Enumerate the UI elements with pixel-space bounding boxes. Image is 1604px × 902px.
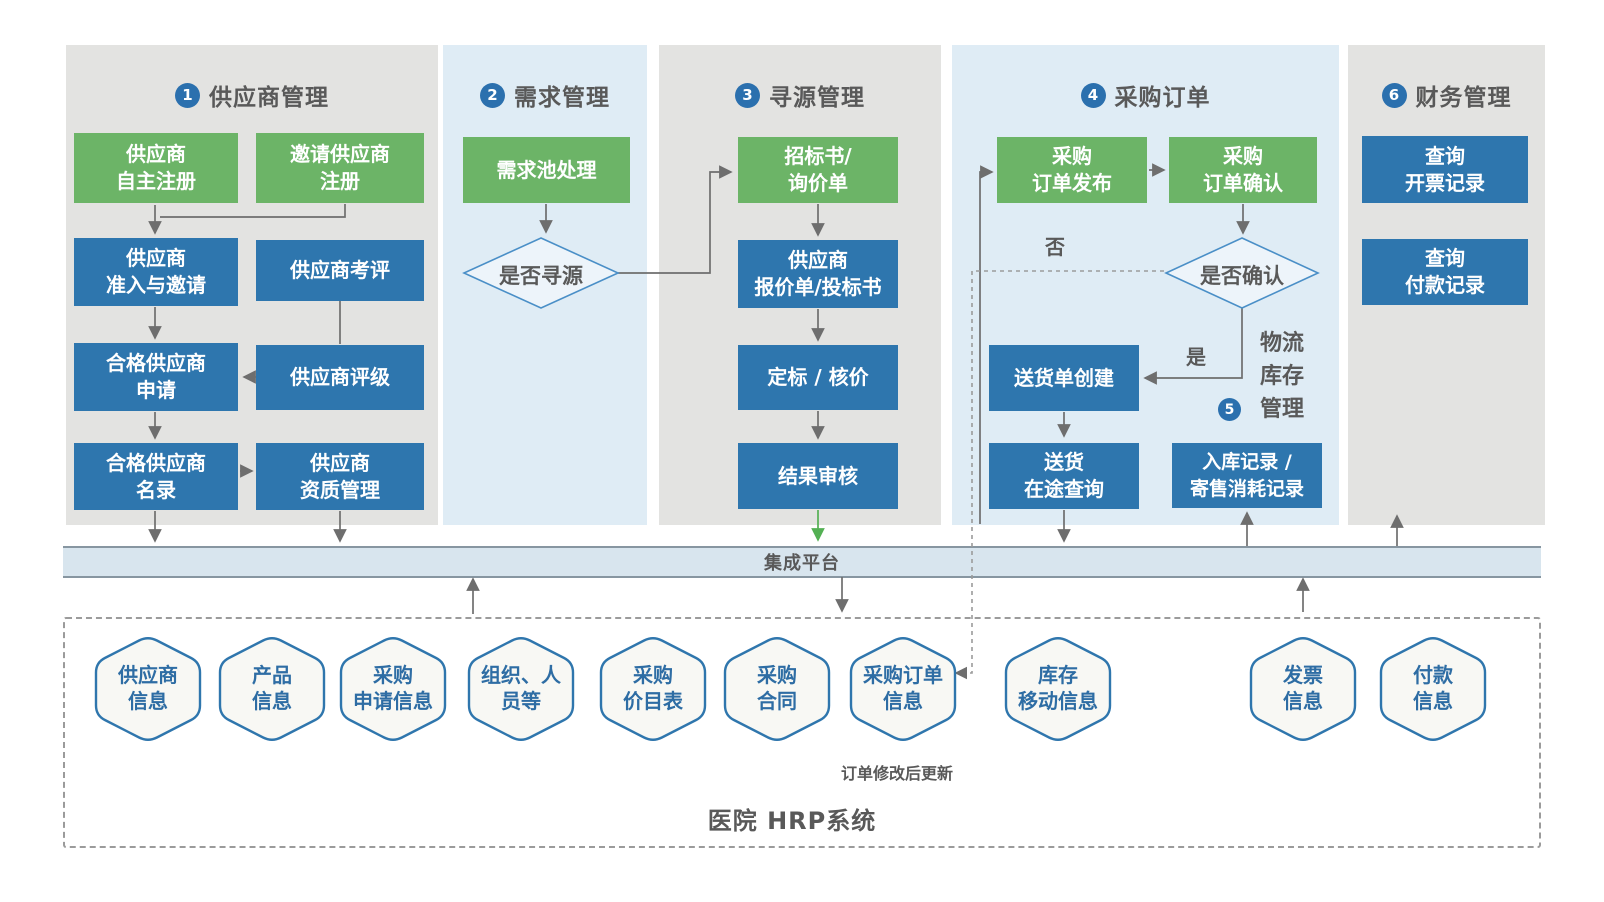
number-4-badge-icon: 4 (1080, 82, 1106, 108)
hexagon-inventory-movement-info: 库存 移动信息 (1018, 663, 1098, 713)
number-6-badge-icon: 6 (1381, 82, 1407, 108)
node-delivery-in-transit-query: 送货 在途查询 (989, 443, 1139, 509)
node-supplier-assessment: 供应商考评 (256, 240, 424, 301)
hexagon-purchase-price-list: 采购 价目表 (623, 663, 683, 713)
number-3-badge-icon: 3 (735, 82, 760, 108)
node-supplier-quotation-bid: 供应商 报价单/投标书 (738, 240, 898, 308)
node-tender-rfq: 招标书/ 询价单 (738, 137, 898, 203)
section-logistics-inventory-management: 物流 库存 管理 (1259, 331, 1304, 422)
node-result-review: 结果审核 (738, 443, 898, 509)
hexagon-invoice-info: 发票 信息 (1283, 663, 1323, 713)
branch-label-no: 否 (1045, 235, 1065, 259)
header-supplier-management: 1 供应商管理 (66, 78, 438, 112)
decision-whether-to-source: 是否寻源 (499, 264, 583, 288)
node-delivery-note-creation: 送货单创建 (989, 345, 1139, 411)
hexagon-payment-info: 付款 信息 (1413, 663, 1453, 713)
node-po-confirm: 采购 订单确认 (1169, 137, 1317, 203)
node-inbound-consignment-records: 入库记录 / 寄售消耗记录 (1172, 443, 1322, 508)
node-supplier-access-invitation: 供应商 准入与邀请 (74, 238, 238, 306)
header-title: 财务管理 (1415, 85, 1512, 111)
header-title: 寻源管理 (769, 85, 865, 111)
hexagon-organization-personnel: 组织、人 员等 (481, 663, 561, 713)
node-supplier-self-registration: 供应商 自主注册 (74, 133, 238, 203)
integration-platform-bar: 集成平台 (63, 546, 1541, 578)
header-purchase-order: 4 采购订单 (952, 78, 1339, 112)
node-qualified-supplier-application: 合格供应商 申请 (74, 343, 238, 411)
node-award-pricing: 定标 / 核价 (738, 345, 898, 410)
header-demand-management: 2 需求管理 (443, 78, 647, 112)
node-query-payment-records: 查询 付款记录 (1362, 239, 1528, 305)
hexagon-purchase-contract: 采购 合同 (757, 663, 797, 713)
number-5-badge-icon: 5 (1218, 398, 1241, 421)
node-supplier-qualification-management: 供应商 资质管理 (256, 443, 424, 510)
node-supplier-rating: 供应商评级 (256, 345, 424, 410)
integration-platform-label: 集成平台 (764, 553, 840, 574)
header-title: 需求管理 (514, 85, 610, 111)
branch-label-yes: 是 (1186, 345, 1206, 369)
order-update-note: 订单修改后更新 (840, 764, 953, 783)
node-qualified-supplier-directory: 合格供应商 名录 (74, 443, 238, 510)
hexagon-purchase-request-info: 采购 申请信息 (353, 663, 433, 713)
node-po-publish: 采购 订单发布 (997, 137, 1147, 203)
hexagon-supplier-info: 供应商 信息 (118, 663, 178, 713)
header-title: 供应商管理 (209, 85, 329, 111)
node-query-invoicing-records: 查询 开票记录 (1362, 136, 1528, 203)
decision-whether-confirmed: 是否确认 (1200, 264, 1284, 288)
header-title: 采购订单 (1114, 85, 1211, 111)
node-invite-supplier-registration: 邀请供应商 注册 (256, 133, 424, 203)
header-sourcing-management: 3 寻源管理 (659, 78, 941, 112)
hexagon-product-info: 产品 信息 (252, 663, 292, 713)
hexagon-purchase-order-info: 采购订单 信息 (863, 663, 943, 713)
header-finance-management: 6 财务管理 (1348, 78, 1545, 112)
number-1-badge-icon: 1 (175, 82, 200, 108)
hrp-system-title: 医院 HRP系统 (707, 807, 877, 835)
node-demand-pool-processing: 需求池处理 (463, 137, 630, 203)
number-2-badge-icon: 2 (480, 82, 505, 108)
